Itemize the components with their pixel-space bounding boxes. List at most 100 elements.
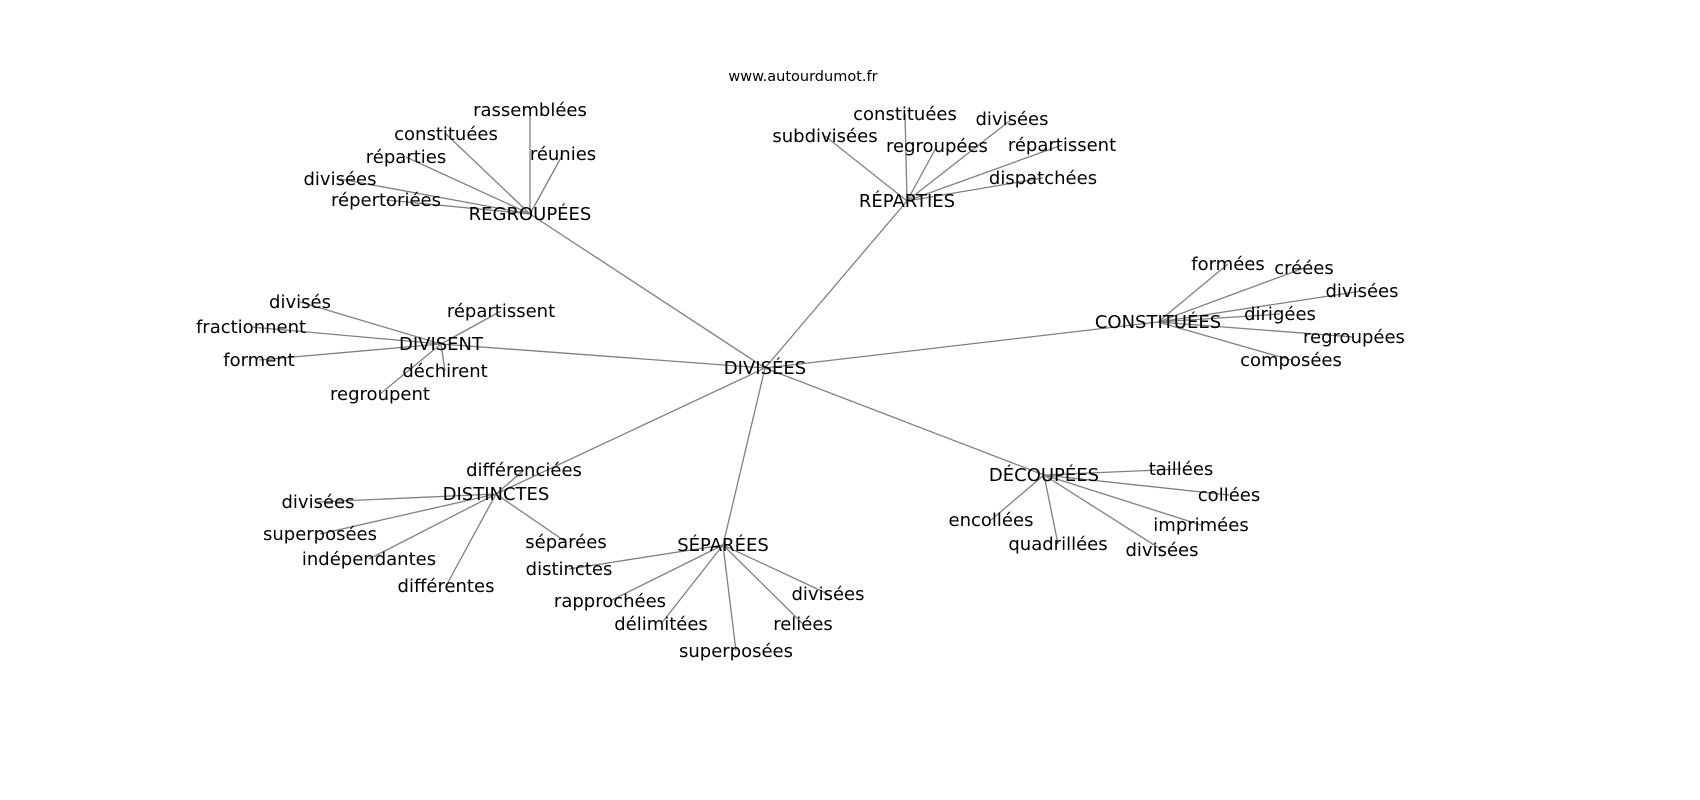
child-node[interactable]: délimitées — [614, 614, 708, 635]
child-node[interactable]: répartissent — [447, 301, 555, 322]
edge-cluster-child — [379, 343, 442, 395]
cluster-node[interactable]: DÉCOUPÉES — [989, 464, 1099, 486]
child-node[interactable]: dispatchées — [989, 168, 1097, 189]
child-node[interactable]: indépendantes — [302, 549, 436, 570]
edge-cluster-child — [609, 544, 724, 602]
child-node[interactable]: divisées — [1126, 540, 1199, 561]
edge-cluster-child — [906, 144, 1063, 202]
child-node[interactable]: déchirent — [402, 361, 487, 382]
edge-cluster-child — [990, 474, 1045, 521]
edge-cluster-child — [568, 544, 724, 570]
child-node[interactable]: forment — [223, 350, 295, 371]
edge-cluster-child — [258, 343, 442, 361]
child-node[interactable]: superposées — [679, 641, 793, 662]
child-node[interactable]: composées — [1240, 350, 1342, 371]
edge-cluster-child — [1157, 313, 1281, 323]
child-node[interactable]: regroupées — [1303, 327, 1405, 348]
child-node[interactable]: reliées — [773, 614, 833, 635]
edge-cluster-child — [299, 301, 442, 345]
edge-root-cluster — [495, 367, 766, 495]
edge-cluster-child — [405, 156, 531, 215]
edge-cluster-child — [906, 145, 938, 202]
edge-cluster-child — [317, 493, 497, 503]
child-node[interactable]: différenciées — [466, 460, 582, 481]
edge-cluster-child — [904, 113, 908, 202]
child-node[interactable]: répertoriées — [331, 190, 441, 211]
edge-cluster-child — [440, 310, 502, 345]
site-title: www.autourdumot.fr — [728, 69, 877, 85]
child-node[interactable]: formées — [1191, 254, 1265, 275]
edge-cluster-child — [906, 177, 1044, 202]
edge-cluster-child — [385, 199, 531, 215]
child-node[interactable]: rapprochées — [554, 591, 666, 612]
edge-cluster-child — [319, 493, 497, 535]
child-node[interactable]: collées — [1198, 485, 1260, 506]
edge-cluster-child — [1043, 474, 1202, 526]
edge-cluster-child — [722, 544, 804, 625]
edge-cluster-child — [339, 178, 531, 215]
edge-cluster-child — [1043, 474, 1163, 551]
child-node[interactable]: constituées — [853, 104, 957, 125]
edge-cluster-child — [1043, 468, 1182, 476]
edge-cluster-child — [660, 544, 724, 625]
cluster-node[interactable]: RÉPARTIES — [859, 190, 955, 212]
edge-cluster-child — [445, 133, 531, 215]
child-node[interactable]: distinctes — [526, 559, 613, 580]
edge-cluster-child — [1157, 321, 1292, 361]
child-node[interactable]: divisées — [792, 584, 865, 605]
child-node[interactable]: encollées — [949, 510, 1034, 531]
child-node[interactable]: séparées — [525, 532, 606, 553]
cluster-node[interactable]: CONSTITUÉES — [1095, 311, 1221, 333]
edge-cluster-child — [1043, 474, 1059, 545]
cluster-node[interactable]: DISTINCTES — [443, 484, 550, 505]
edge-cluster-child — [722, 544, 737, 652]
child-node[interactable]: divisées — [304, 169, 377, 190]
child-node[interactable]: rassemblées — [473, 100, 587, 121]
edge-cluster-child — [368, 493, 497, 560]
edge-cluster-child — [824, 135, 908, 202]
edge-root-cluster — [764, 321, 1159, 369]
cluster-node[interactable]: DIVISENT — [399, 334, 484, 355]
cluster-node[interactable]: REGROUPÉES — [469, 203, 592, 225]
edge-cluster-child — [1157, 263, 1229, 323]
child-node[interactable]: superposées — [263, 524, 377, 545]
edge-cluster-child — [1043, 474, 1230, 496]
edge-root-cluster — [529, 213, 766, 369]
child-node[interactable]: subdivisées — [772, 126, 877, 147]
child-node[interactable]: regroupent — [330, 384, 430, 405]
edge-root-cluster — [764, 200, 908, 369]
edge-cluster-child — [1157, 267, 1305, 323]
child-node[interactable]: imprimées — [1153, 515, 1248, 536]
child-node[interactable]: divisées — [976, 109, 1049, 130]
child-node[interactable]: dirigées — [1244, 304, 1316, 325]
edge-root-cluster — [764, 367, 1045, 476]
edge-cluster-child — [906, 118, 1013, 202]
child-node[interactable]: répartissent — [1008, 135, 1116, 156]
child-node[interactable]: différentes — [398, 576, 495, 597]
child-node[interactable]: quadrillées — [1008, 534, 1107, 555]
edge-cluster-child — [250, 326, 442, 345]
child-node[interactable]: divisées — [1326, 281, 1399, 302]
child-node[interactable]: créées — [1274, 258, 1334, 279]
child-node[interactable]: réunies — [530, 144, 596, 165]
edge-cluster-child — [722, 544, 829, 595]
edge-cluster-child — [529, 153, 564, 215]
cluster-node[interactable]: SÉPARÉES — [677, 534, 769, 556]
edge-cluster-child — [1157, 321, 1355, 338]
root-node[interactable]: DIVISÉES — [724, 357, 806, 379]
child-node[interactable]: divisées — [282, 492, 355, 513]
child-node[interactable]: réparties — [366, 147, 446, 168]
edge-cluster-child — [440, 343, 446, 372]
child-node[interactable]: regroupées — [886, 136, 988, 157]
edge-cluster-child — [445, 493, 497, 587]
labels: www.autourdumot.fr DIVISÉES constituéesr… — [196, 69, 1405, 662]
edge-cluster-child — [495, 493, 567, 543]
child-node[interactable]: taillées — [1149, 459, 1214, 480]
edge-root-cluster — [440, 343, 766, 369]
child-node[interactable]: fractionnent — [196, 317, 306, 338]
edge-root-cluster — [722, 367, 766, 546]
child-node[interactable]: constituées — [394, 124, 498, 145]
edge-cluster-child — [495, 469, 525, 495]
child-node[interactable]: divisés — [269, 292, 331, 313]
